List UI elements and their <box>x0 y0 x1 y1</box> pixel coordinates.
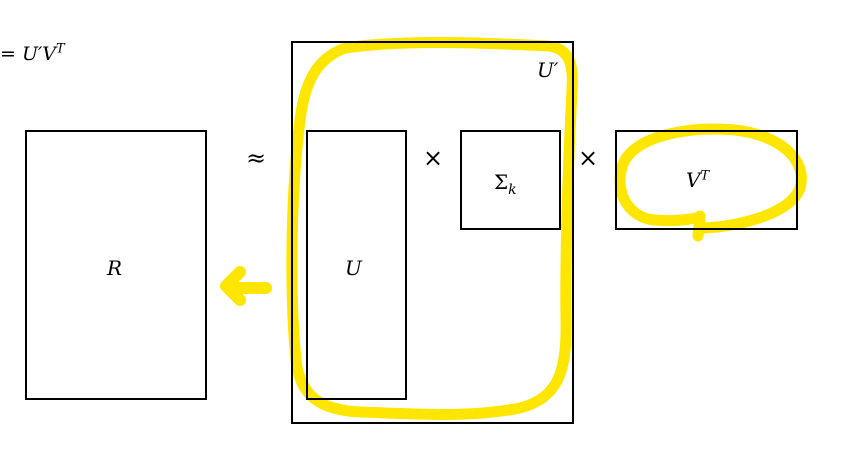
vt-highlight <box>614 123 807 242</box>
arrow-highlight <box>220 266 272 306</box>
matrix-vt-label: VT <box>686 168 710 192</box>
matrix-u-box <box>306 130 407 400</box>
formula-fragment: = U′VT <box>0 41 65 65</box>
matrix-u-prime-box <box>291 41 574 424</box>
matrix-u-prime-label: U′ <box>537 58 559 82</box>
matrix-sigma-label: Σk <box>494 170 517 198</box>
matrix-r-box <box>25 130 207 400</box>
approx-operator: ≈ <box>246 144 267 172</box>
times-operator-1: × <box>423 144 444 172</box>
matrix-vt-box <box>615 130 798 230</box>
matrix-sigma-box <box>460 130 561 230</box>
matrix-r-label: R <box>107 256 123 280</box>
times-operator-2: × <box>578 144 599 172</box>
matrix-u-label: U <box>345 256 362 280</box>
